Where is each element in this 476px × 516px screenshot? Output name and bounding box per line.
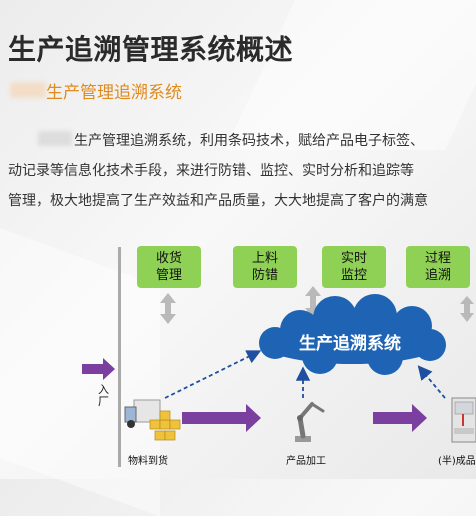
blurred-prefix: [38, 131, 72, 146]
box-process-tracing: 过程 追溯: [406, 246, 470, 288]
paragraph-line-3: 管理，极大地提高了生产效益和产品质量，大大地提高了客户的满意: [8, 193, 428, 209]
stage-label-semi-finished: (半)成品: [438, 456, 476, 467]
dashed-connector: [164, 350, 262, 399]
entry-label: 入 厂: [98, 383, 109, 408]
page-subtitle: 生产管理追溯系统: [46, 83, 182, 103]
blurred-prefix: [10, 82, 46, 98]
robot-arm-icon: [295, 402, 325, 442]
box-realtime-monitoring: 实时 监控: [322, 246, 386, 288]
machine-icon: [451, 397, 476, 443]
box-receiving-management: 收货 管理: [137, 246, 201, 288]
flow-arrow: [373, 404, 427, 432]
cloud-shape: [259, 294, 446, 375]
entry-arrow: [82, 358, 115, 380]
stage-label-processing: 产品加工: [286, 456, 326, 467]
truck-icon: [124, 399, 181, 441]
stage-label-material-arrival: 物料到货: [128, 456, 168, 467]
paragraph-line-1: 生产管理追溯系统，利用条码技术，赋给产品电子标签、: [74, 133, 424, 149]
box-feeding-error-proofing: 上料 防错: [233, 246, 297, 288]
cloud-label: 生产追溯系统: [299, 334, 401, 354]
page-title: 生产追溯管理系统概述: [8, 33, 294, 66]
divider-line: [118, 247, 121, 467]
flow-arrow: [182, 404, 261, 432]
paragraph-line-2: 动记录等信息化技术手段，来进行防错、监控、实时分析和追踪等: [8, 163, 414, 179]
flow-diagram: [82, 247, 476, 467]
dashed-connector: [417, 365, 446, 399]
